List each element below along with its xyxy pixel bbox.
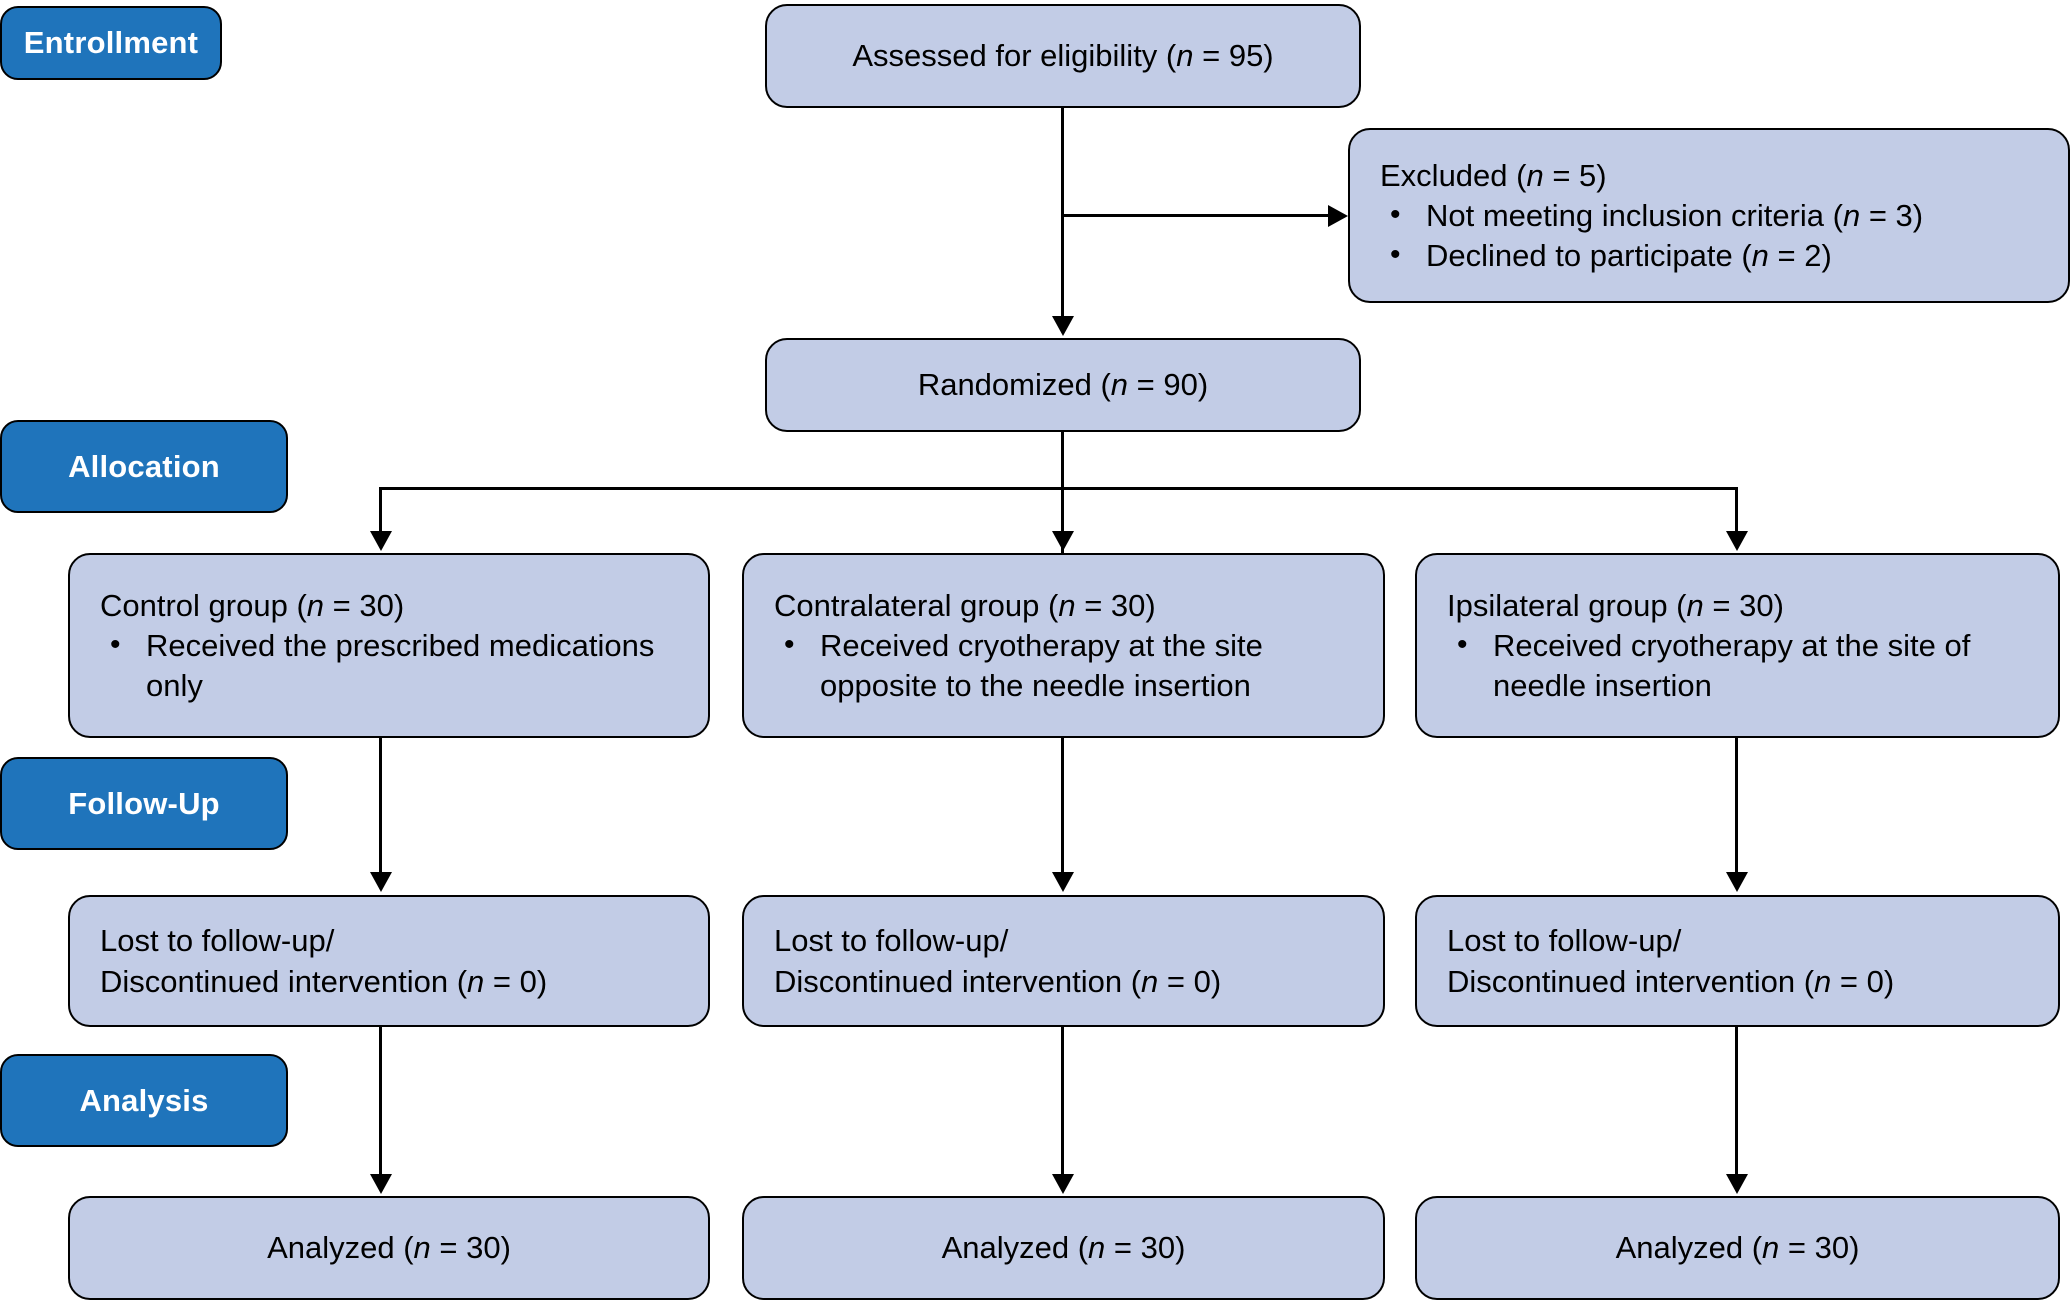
- arrowhead-right-excluded: [1328, 205, 1348, 227]
- control-group-title: Control group (n = 30): [100, 587, 405, 623]
- n-symbol: n: [1842, 197, 1861, 233]
- lost-line2: Discontinued intervention (n = 0): [774, 964, 1222, 999]
- n-symbol: n: [306, 587, 325, 623]
- analyzed-contralateral-text: Analyzed (n = 30): [941, 1230, 1186, 1266]
- ipsilateral-group-line2: of needle insertion: [1493, 627, 1971, 704]
- arrowhead-down-contralateral-group: [1052, 531, 1074, 551]
- contralateral-group-title: Contralateral group (n = 30): [774, 587, 1156, 623]
- arrowhead-down-control-group: [370, 531, 392, 551]
- excluded-reason-list: Not meeting inclusion criteria (n = 3) D…: [1380, 195, 2046, 277]
- connector-control-to-followup: [379, 738, 382, 875]
- n-symbol: n: [1526, 157, 1544, 193]
- node-lost-to-followup-ipsilateral: Lost to follow-up/ Discontinued interven…: [1415, 895, 2060, 1027]
- analyzed-control-text: Analyzed (n = 30): [267, 1230, 511, 1266]
- control-group-line2: medications only: [146, 627, 655, 704]
- lost-line2: Discontinued intervention (n = 0): [1447, 964, 1895, 999]
- contralateral-group-line2: opposite to the needle insertion: [820, 668, 1251, 704]
- list-item: Received the prescribed medications only: [100, 625, 686, 707]
- connector-randomized-stem: [1061, 432, 1064, 553]
- connector-followup-to-analysis-contralateral: [1061, 1027, 1064, 1177]
- arrowhead-down-analysis-contralateral: [1052, 1174, 1074, 1194]
- ipsilateral-group-line1: Received cryotherapy at the site: [1493, 627, 1936, 663]
- randomized-text: Randomized (n = 90): [917, 367, 1209, 403]
- n-symbol: n: [1110, 367, 1129, 403]
- node-lost-to-followup-contralateral: Lost to follow-up/ Discontinued interven…: [742, 895, 1385, 1027]
- stage-label-allocation: Allocation: [0, 420, 288, 513]
- list-item: Declined to participate (n = 2): [1380, 235, 2046, 276]
- lost-line1: Lost to follow-up/: [1447, 922, 1682, 958]
- n-symbol: n: [1814, 964, 1832, 999]
- stage-label-allocation-text: Allocation: [68, 448, 220, 484]
- node-ipsilateral-group: Ipsilateral group (n = 30) Received cryo…: [1415, 553, 2060, 738]
- control-group-detail-list: Received the prescribed medications only: [100, 625, 686, 707]
- stage-label-followup-text: Follow-Up: [68, 785, 220, 821]
- arrowhead-down-followup-ipsilateral: [1726, 872, 1748, 892]
- arrowhead-down-ipsilateral-group: [1726, 531, 1748, 551]
- connector-contralateral-to-followup: [1061, 738, 1064, 875]
- ipsilateral-group-title: Ipsilateral group (n = 30): [1447, 587, 1784, 623]
- analyzed-ipsilateral-text: Analyzed (n = 30): [1615, 1230, 1860, 1266]
- lost-to-followup-control-text: Lost to follow-up/ Discontinued interven…: [100, 920, 686, 1002]
- n-symbol: n: [1762, 1230, 1780, 1266]
- arrowhead-down-analysis-control: [370, 1174, 392, 1194]
- stage-label-enrollment-text: Entrollment: [23, 25, 199, 60]
- connector-to-ipsilateral-group: [1735, 487, 1738, 533]
- connector-followup-to-analysis-control: [379, 1027, 382, 1177]
- lost-to-followup-ipsilateral-text: Lost to follow-up/ Discontinued interven…: [1447, 920, 2036, 1002]
- arrowhead-down-randomized: [1052, 316, 1074, 336]
- lost-to-followup-contralateral-text: Lost to follow-up/ Discontinued interven…: [774, 920, 1361, 1002]
- n-symbol: n: [1751, 238, 1769, 274]
- list-item: Received cryotherapy at the site opposit…: [774, 625, 1361, 707]
- n-symbol: n: [1686, 587, 1704, 623]
- n-symbol: n: [1176, 38, 1194, 74]
- lost-line1: Lost to follow-up/: [100, 922, 335, 958]
- n-symbol: n: [413, 1230, 431, 1266]
- node-analyzed-ipsilateral: Analyzed (n = 30): [1415, 1196, 2060, 1300]
- stage-label-enrollment: Entrollment: [0, 6, 222, 80]
- stage-label-analysis-text: Analysis: [79, 1082, 209, 1118]
- n-symbol: n: [1058, 587, 1076, 623]
- excluded-title: Excluded (n = 5): [1380, 157, 1607, 193]
- arrowhead-down-analysis-ipsilateral: [1726, 1174, 1748, 1194]
- node-analyzed-contralateral: Analyzed (n = 30): [742, 1196, 1385, 1300]
- lost-line2: Discontinued intervention (n = 0): [100, 964, 548, 999]
- node-lost-to-followup-control: Lost to follow-up/ Discontinued interven…: [68, 895, 710, 1027]
- stage-label-analysis: Analysis: [0, 1054, 288, 1147]
- list-item: Received cryotherapy at the site of need…: [1447, 625, 2036, 707]
- node-randomized: Randomized (n = 90): [765, 338, 1361, 432]
- control-group-line1: Received the prescribed: [146, 627, 481, 663]
- contralateral-group-line1: Received cryotherapy at the site: [820, 627, 1263, 663]
- arrowhead-down-followup-control: [370, 872, 392, 892]
- connector-assessed-to-excluded: [1061, 214, 1328, 217]
- assessed-text: Assessed for eligibility (n = 95): [852, 38, 1274, 74]
- lost-line1: Lost to follow-up/: [774, 922, 1009, 958]
- connector-to-control-group: [379, 487, 382, 533]
- node-assessed-for-eligibility: Assessed for eligibility (n = 95): [765, 4, 1361, 108]
- connector-followup-to-analysis-ipsilateral: [1735, 1027, 1738, 1177]
- list-item: Not meeting inclusion criteria (n = 3): [1380, 195, 2046, 236]
- n-symbol: n: [467, 964, 485, 999]
- node-excluded: Excluded (n = 5) Not meeting inclusion c…: [1348, 128, 2070, 303]
- connector-allocation-split-bar: [379, 487, 1738, 490]
- node-control-group: Control group (n = 30) Received the pres…: [68, 553, 710, 738]
- connector-ipsilateral-to-followup: [1735, 738, 1738, 875]
- n-symbol: n: [1088, 1230, 1106, 1266]
- stage-label-followup: Follow-Up: [0, 757, 288, 850]
- n-symbol: n: [1141, 964, 1159, 999]
- node-contralateral-group: Contralateral group (n = 30) Received cr…: [742, 553, 1385, 738]
- arrowhead-down-followup-contralateral: [1052, 872, 1074, 892]
- node-analyzed-control: Analyzed (n = 30): [68, 1196, 710, 1300]
- contralateral-group-detail-list: Received cryotherapy at the site opposit…: [774, 625, 1361, 707]
- ipsilateral-group-detail-list: Received cryotherapy at the site of need…: [1447, 625, 2036, 707]
